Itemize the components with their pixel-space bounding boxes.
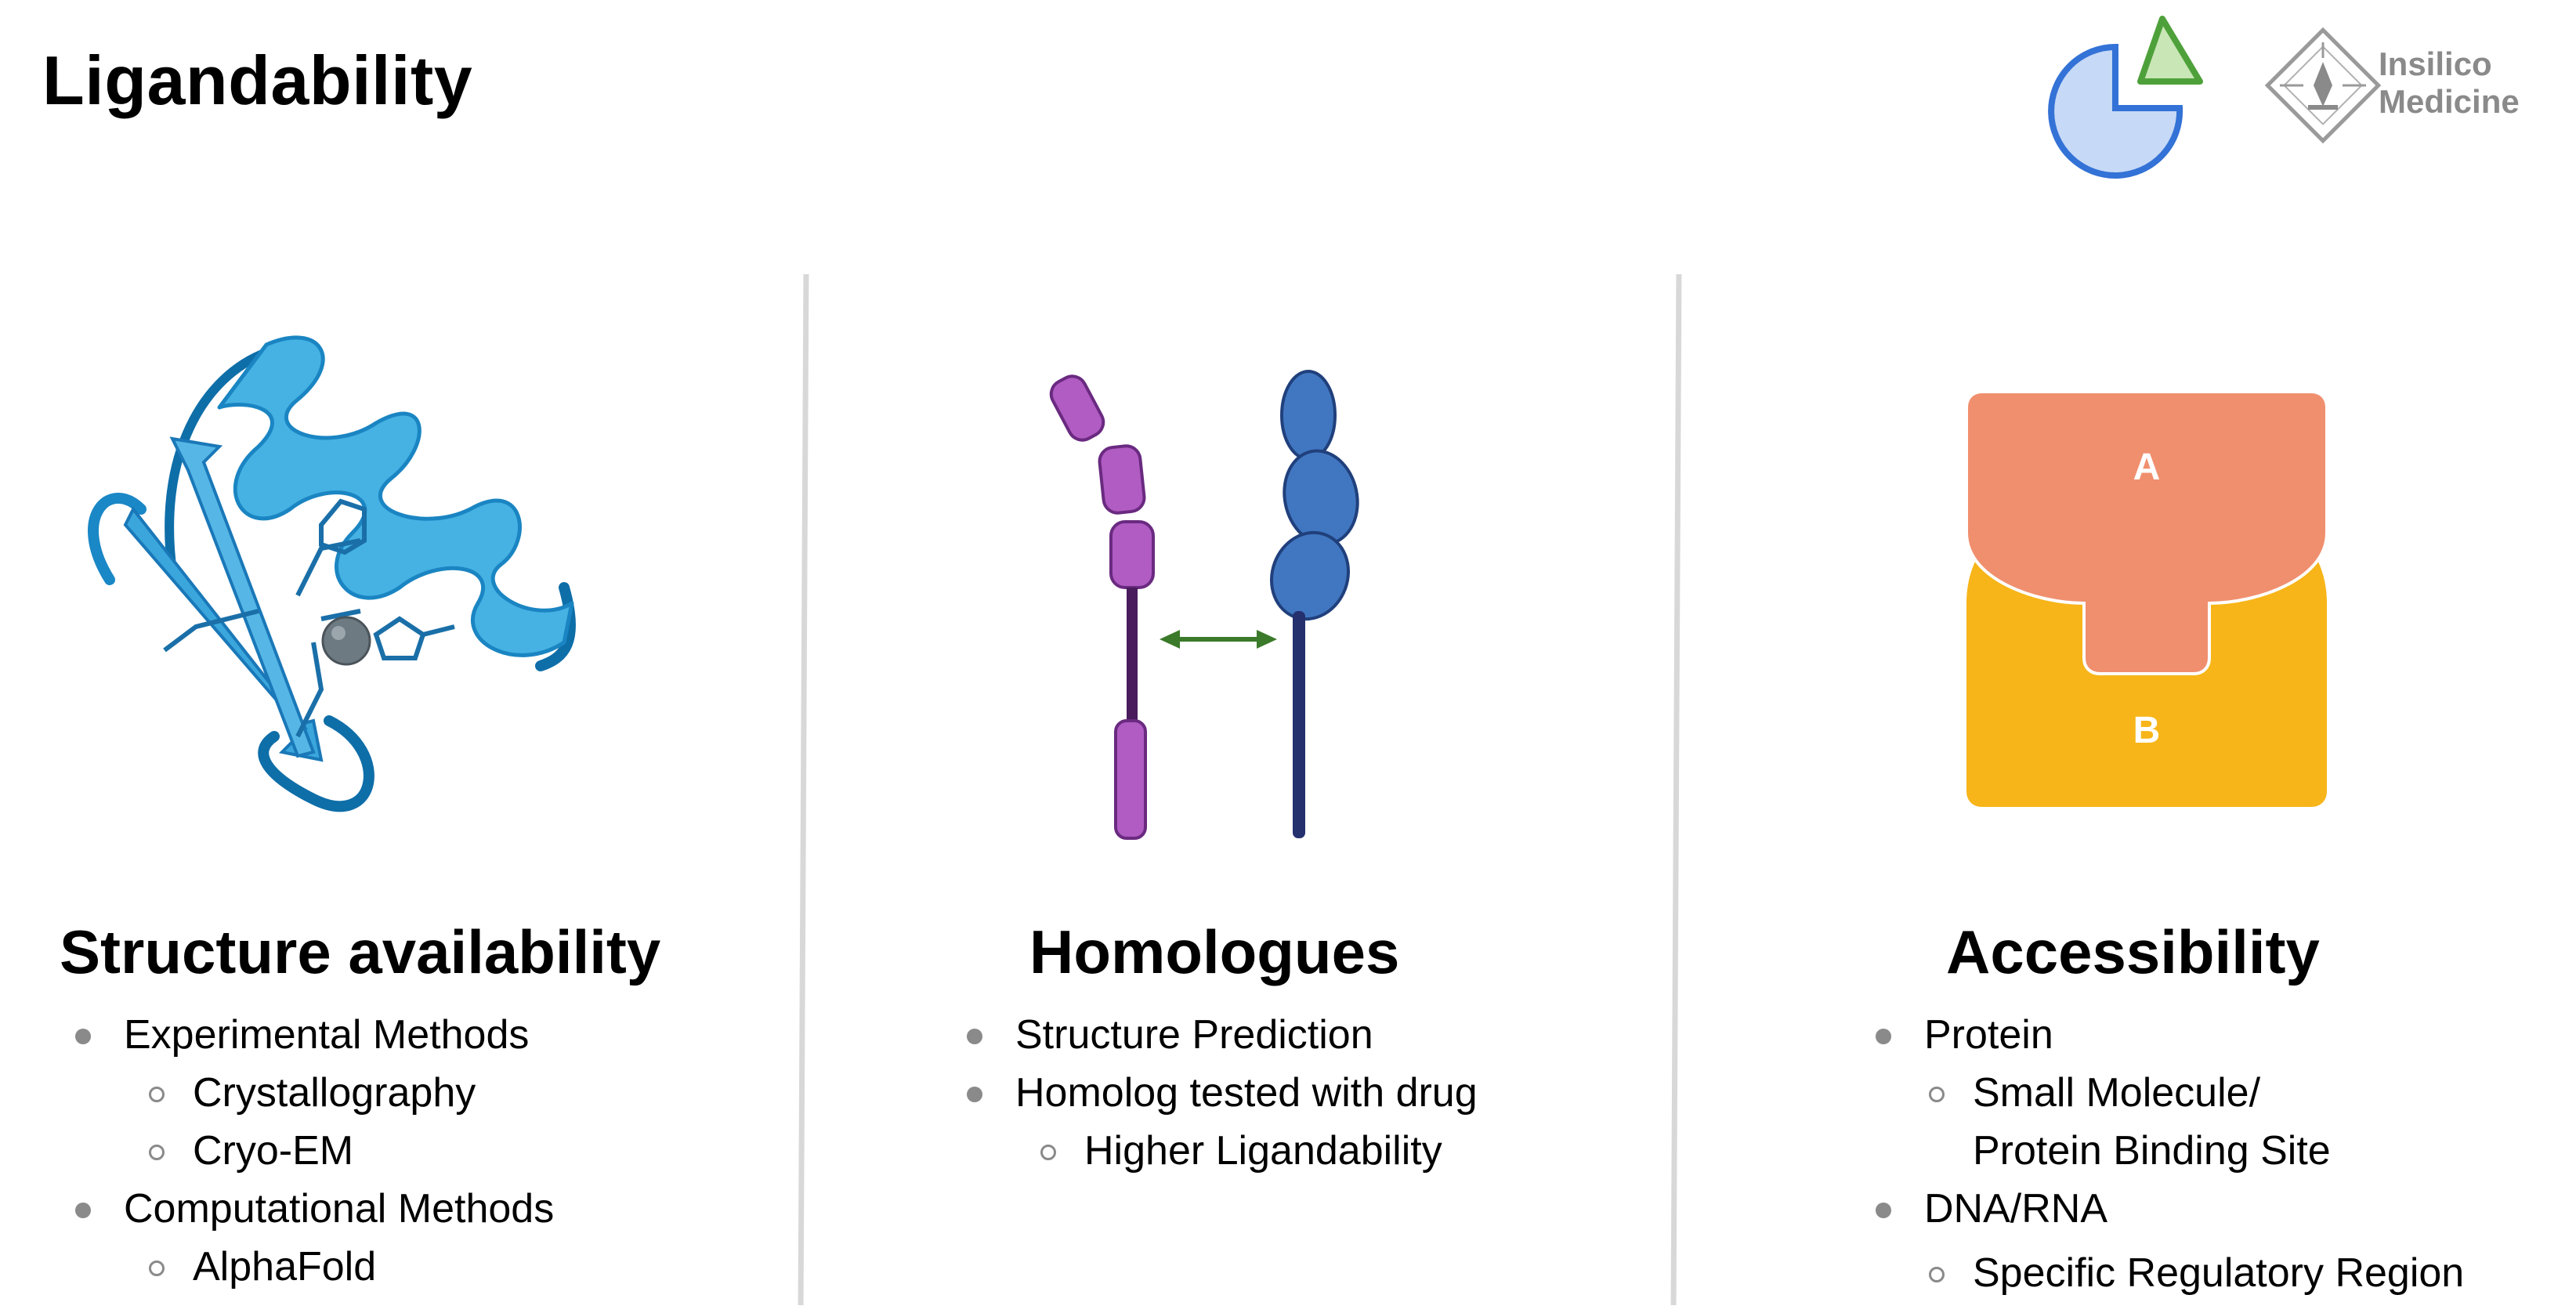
pie-logo-icon bbox=[2048, 16, 2203, 179]
block-a-label: A bbox=[2133, 447, 2161, 488]
page-title: Ligandability bbox=[42, 42, 473, 119]
list-item: Computational Methods bbox=[74, 1180, 554, 1238]
accessibility-bullet-list: Protein Small Molecule/ Protein Binding … bbox=[1875, 1006, 2464, 1302]
list-item: Cryo-EM bbox=[148, 1122, 554, 1180]
column-heading-homologues: Homologues bbox=[1029, 917, 1400, 986]
list-item: Crystallography bbox=[148, 1064, 554, 1122]
list-item: Specific Regulatory Region bbox=[1928, 1244, 2464, 1302]
homologue-proteins-icon bbox=[1049, 370, 1359, 840]
homologues-bullet-list: Structure Prediction Homolog tested with… bbox=[967, 1006, 1478, 1180]
list-item: Protein bbox=[1875, 1006, 2464, 1064]
column-heading-structure: Structure availability bbox=[60, 917, 661, 986]
column-divider bbox=[798, 273, 809, 1306]
list-item: Higher Ligandability bbox=[1040, 1122, 1478, 1180]
list-item: Structure Prediction bbox=[967, 1006, 1478, 1064]
protein-structure-icon bbox=[88, 335, 576, 812]
column-divider bbox=[1670, 273, 1682, 1306]
list-item: AlphaFold bbox=[148, 1238, 554, 1296]
insilico-logo-icon bbox=[2264, 27, 2382, 144]
logo-line-2: Medicine bbox=[2379, 83, 2520, 120]
binding-blocks-icon: A B bbox=[1965, 390, 2328, 807]
company-logo-text: Insilico Medicine bbox=[2379, 45, 2520, 121]
list-item-continuation: Protein Binding Site bbox=[1973, 1128, 2331, 1174]
list-item: Small Molecule/ bbox=[1928, 1064, 2464, 1122]
list-item: Experimental Methods bbox=[74, 1006, 554, 1064]
structure-bullet-list: Experimental Methods Crystallography Cry… bbox=[74, 1006, 554, 1296]
list-item: Homolog tested with drug bbox=[967, 1064, 1478, 1122]
block-b-label: B bbox=[2133, 710, 2161, 751]
list-item: DNA/RNA bbox=[1875, 1180, 2464, 1238]
logo-line-1: Insilico bbox=[2379, 45, 2492, 82]
column-heading-accessibility: Accessibility bbox=[1946, 917, 2320, 986]
